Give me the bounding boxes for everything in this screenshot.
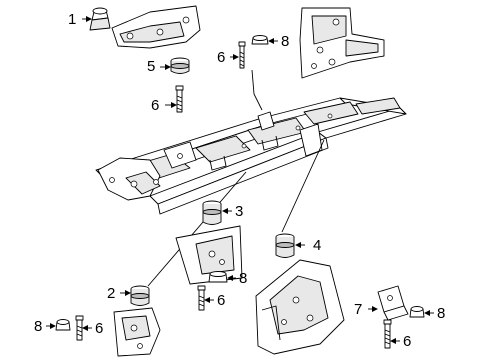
callout-7: 7 [354, 301, 363, 318]
callout-1: 1 [68, 11, 77, 28]
callout-2: 2 [107, 285, 116, 302]
callout-5: 5 [147, 58, 156, 75]
nut-8-bottom-left [46, 319, 71, 331]
bolt-6-middle [197, 285, 214, 311]
callout-3: 3 [235, 203, 244, 220]
nut-8-right [409, 306, 434, 318]
callout-8-top: 8 [281, 33, 290, 50]
bolt-6-top [230, 41, 246, 69]
insulator-4 [275, 233, 305, 258]
bolt-6-left [165, 85, 184, 113]
callout-8-right: 8 [437, 305, 446, 322]
insulator-5 [160, 57, 190, 74]
leader-line-frame-right [281, 139, 325, 233]
mount-bracket-bottom-left [113, 307, 161, 357]
nut-8-top [251, 35, 278, 45]
callout-8-middle: 8 [239, 270, 248, 287]
callout-4: 4 [313, 237, 322, 254]
callout-6-middle: 6 [217, 292, 226, 309]
leader-line-top [251, 69, 263, 111]
leader-line-2 [147, 171, 247, 287]
callout-6-bottom-left: 6 [95, 320, 104, 337]
bolt-6-bottom-right [383, 319, 400, 349]
mount-bracket-middle [175, 225, 243, 285]
frame-assembly [95, 97, 407, 215]
insulator-3 [202, 200, 232, 225]
callout-6-top: 6 [217, 49, 226, 66]
mount-bracket-right [255, 259, 345, 355]
callout-6-left: 6 [151, 97, 160, 114]
callout-8-bottom-left: 8 [34, 318, 43, 335]
callout-6-bottom-right: 6 [403, 333, 412, 350]
bolt-6-bottom-left [75, 315, 92, 341]
body-mount-insulator-1 [82, 5, 201, 49]
bracket-7 [368, 285, 409, 321]
rear-bracket [299, 7, 385, 79]
insulator-2 [120, 285, 150, 306]
